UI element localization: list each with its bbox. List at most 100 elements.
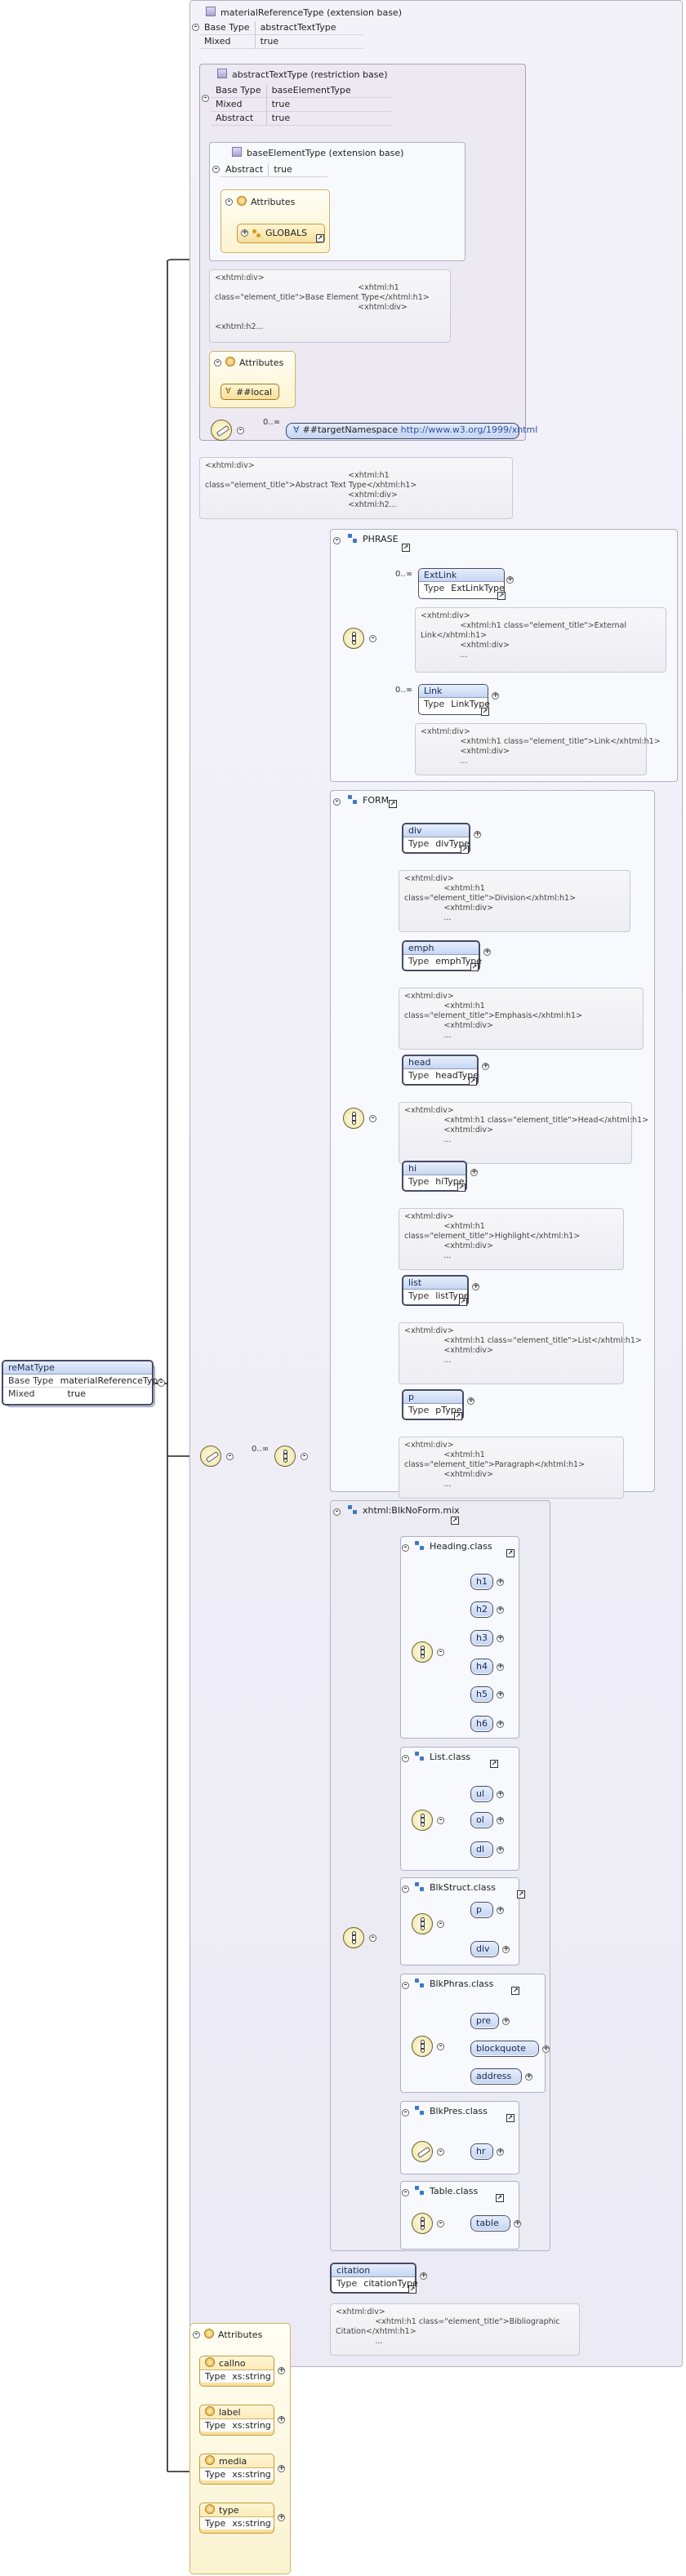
- link-link-icon[interactable]: ↗: [481, 708, 489, 716]
- blk-group-link-icon[interactable]: ↗: [506, 1549, 514, 1557]
- form-choice-toggle[interactable]: -: [369, 1115, 376, 1122]
- blk-group-link-icon[interactable]: ↗: [490, 1760, 498, 1768]
- form-element-link-icon[interactable]: ↗: [454, 1412, 462, 1420]
- phrase-link-icon[interactable]: ↗: [402, 544, 410, 552]
- blk-element-h2[interactable]: h2: [470, 1601, 496, 1620]
- blk-element-toggle[interactable]: +: [497, 1816, 504, 1824]
- attribute-toggle[interactable]: +: [278, 2366, 285, 2374]
- extlink-link-icon[interactable]: ↗: [497, 592, 506, 600]
- blk-element-toggle[interactable]: +: [497, 1845, 504, 1854]
- blk-group-compositor-toggle[interactable]: -: [437, 2220, 444, 2227]
- local-attrs-collapse-toggle[interactable]: -: [214, 359, 221, 366]
- blk-element-toggle[interactable]: +: [514, 2219, 521, 2227]
- phrase-collapse-toggle[interactable]: -: [333, 537, 341, 544]
- form-element-toggle[interactable]: +: [467, 1397, 474, 1405]
- blk-element-toggle[interactable]: +: [497, 1720, 504, 1728]
- blk-group-compositor[interactable]: [412, 2141, 433, 2162]
- blk-element-toggle[interactable]: +: [497, 1663, 504, 1671]
- blk-group-compositor[interactable]: [412, 1810, 433, 1831]
- blk-element-toggle[interactable]: +: [497, 1578, 504, 1586]
- blk-element-address[interactable]: address: [470, 2068, 524, 2087]
- root-expand-toggle[interactable]: -: [158, 1379, 165, 1387]
- blk-group-collapse-toggle[interactable]: -: [402, 1982, 409, 1989]
- blknoform-link-icon[interactable]: ↗: [451, 1517, 459, 1525]
- blk-element-toggle[interactable]: +: [525, 2072, 532, 2081]
- blknoform-choice-compositor[interactable]: [343, 1927, 364, 1948]
- blk-group-compositor-toggle[interactable]: -: [437, 1817, 444, 1824]
- globals-attribute-group[interactable]: + GLOBALS ↗: [237, 224, 325, 243]
- blk-element-pre[interactable]: pre: [470, 2013, 501, 2032]
- blknoform-choice-toggle[interactable]: -: [369, 1934, 376, 1942]
- blk-element-p[interactable]: p: [470, 1902, 496, 1921]
- form-link-icon[interactable]: ↗: [389, 800, 397, 808]
- blk-element-toggle[interactable]: +: [497, 1634, 504, 1642]
- local-any-attribute[interactable]: ∀ ##local: [220, 384, 279, 400]
- main-any-toggle[interactable]: -: [226, 1453, 234, 1460]
- form-element-link-icon[interactable]: ↗: [459, 1298, 467, 1306]
- attribute-toggle[interactable]: +: [278, 2415, 285, 2423]
- phrase-choice-compositor[interactable]: [343, 628, 364, 649]
- blknoform-collapse-toggle[interactable]: -: [333, 1508, 341, 1516]
- citation-toggle[interactable]: +: [420, 2272, 427, 2280]
- globals-expand-toggle[interactable]: +: [241, 229, 248, 237]
- link-toggle[interactable]: +: [492, 691, 499, 700]
- globals-link-icon[interactable]: ↗: [316, 234, 324, 242]
- form-element-toggle[interactable]: +: [474, 830, 481, 838]
- blk-group-link-icon[interactable]: ↗: [517, 1890, 525, 1899]
- blk-element-toggle[interactable]: +: [497, 2147, 504, 2156]
- any-namespace-url[interactable]: http://www.w3.org/1999/xhtml: [400, 424, 538, 435]
- blk-group-compositor[interactable]: [412, 2036, 433, 2057]
- blk-element-toggle[interactable]: +: [542, 2045, 550, 2053]
- blk-group-link-icon[interactable]: ↗: [511, 1987, 520, 1995]
- main-choice-toggle[interactable]: -: [301, 1453, 308, 1460]
- base-attrs-collapse-toggle[interactable]: -: [225, 198, 233, 206]
- blk-group-collapse-toggle[interactable]: -: [402, 1755, 409, 1762]
- blk-group-compositor[interactable]: [412, 1913, 433, 1934]
- blk-element-toggle[interactable]: +: [497, 1690, 504, 1699]
- blk-element-table[interactable]: table: [470, 2215, 513, 2234]
- main-choice-compositor[interactable]: [274, 1446, 296, 1467]
- any-namespace-element[interactable]: ∀##targetNamespace http://www.w3.org/199…: [286, 423, 537, 442]
- blk-group-collapse-toggle[interactable]: -: [402, 1885, 409, 1893]
- form-element-toggle[interactable]: +: [482, 1062, 489, 1070]
- blk-group-link-icon[interactable]: ↗: [506, 2114, 514, 2122]
- any-collapse-toggle[interactable]: -: [237, 427, 244, 434]
- blk-element-h4[interactable]: h4: [470, 1659, 496, 1677]
- abstract-collapse-toggle[interactable]: -: [202, 95, 209, 102]
- form-collapse-toggle[interactable]: -: [333, 798, 341, 806]
- form-choice-compositor[interactable]: [343, 1108, 364, 1129]
- blk-element-toggle[interactable]: +: [497, 1790, 504, 1798]
- blk-element-ul[interactable]: ul: [470, 1786, 496, 1805]
- attribute-toggle[interactable]: +: [278, 2513, 285, 2521]
- blk-group-collapse-toggle[interactable]: -: [402, 2189, 409, 2196]
- blk-element-ol[interactable]: ol: [470, 1812, 496, 1831]
- blk-element-h5[interactable]: h5: [470, 1686, 496, 1705]
- form-element-link-icon[interactable]: ↗: [470, 963, 479, 971]
- form-element-toggle[interactable]: +: [483, 948, 491, 956]
- blk-group-compositor-toggle[interactable]: -: [437, 1921, 444, 1928]
- any-compositor[interactable]: [211, 420, 232, 441]
- form-element-link-icon[interactable]: ↗: [461, 846, 469, 854]
- remattype-attrs-collapse-toggle[interactable]: -: [193, 2331, 200, 2338]
- blk-group-compositor-toggle[interactable]: -: [437, 2043, 444, 2050]
- blk-element-dl[interactable]: dl: [470, 1841, 496, 1860]
- extlink-toggle[interactable]: +: [506, 575, 514, 584]
- base-element-collapse-toggle[interactable]: -: [212, 166, 220, 173]
- form-element-toggle[interactable]: +: [470, 1168, 478, 1176]
- blk-element-toggle[interactable]: +: [497, 1606, 504, 1614]
- blk-group-link-icon[interactable]: ↗: [495, 2194, 504, 2202]
- blk-element-toggle[interactable]: +: [497, 1906, 504, 1914]
- attribute-toggle[interactable]: +: [278, 2464, 285, 2472]
- blk-group-compositor-toggle[interactable]: -: [437, 2148, 444, 2156]
